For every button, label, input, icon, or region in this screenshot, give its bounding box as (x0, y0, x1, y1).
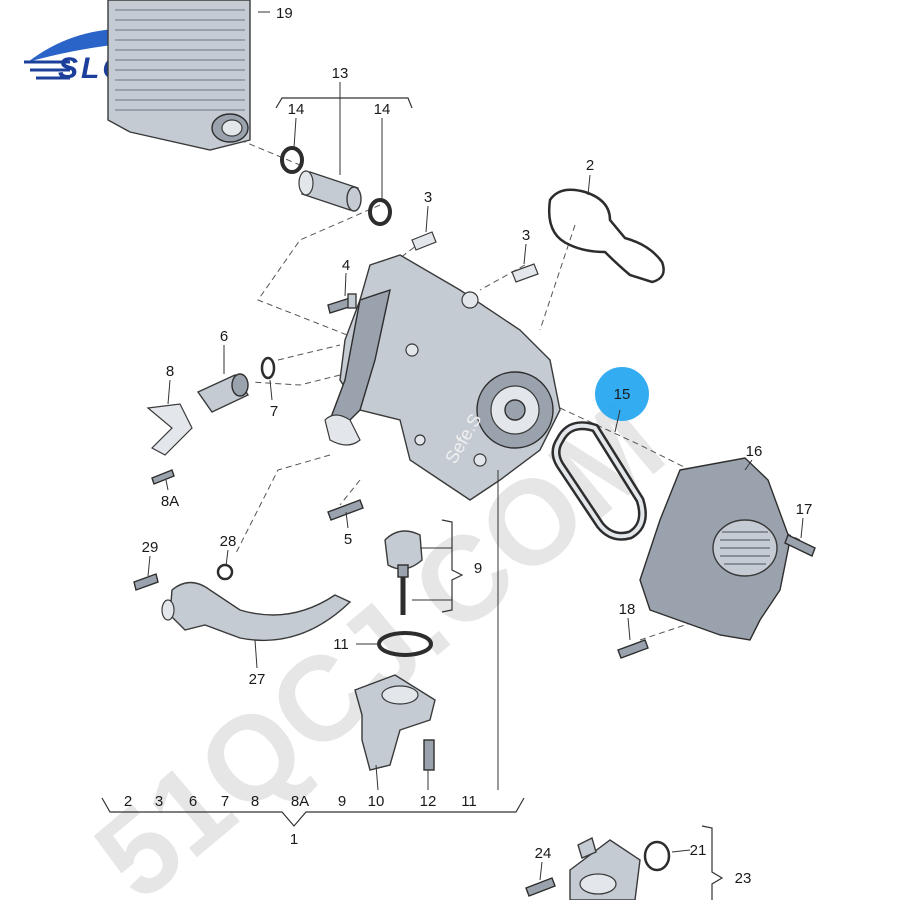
bottom-summary-row: 2 3 6 7 8 8A 9 11 (124, 793, 477, 810)
bolt-part-18 (617, 639, 649, 659)
bolt-part-29 (133, 573, 159, 591)
dowel-pin-part-3 (411, 231, 437, 251)
watermark: 51QCJ.COM (71, 376, 688, 900)
callout-9: 9 (474, 560, 482, 577)
callout-11: 11 (333, 636, 349, 653)
thermostat-housing-part-10 (354, 674, 436, 771)
temperature-sensor-part-6 (196, 373, 250, 413)
callout-8: 8 (166, 363, 174, 380)
summary-item: 8 (251, 793, 259, 810)
summary-item: 7 (221, 793, 229, 810)
callout-28: 28 (220, 533, 237, 550)
callout-12: 12 (420, 793, 437, 810)
callout-4: 4 (342, 257, 350, 274)
callout-7: 7 (270, 403, 278, 420)
screw-part-8A (151, 469, 175, 485)
watermark-text: 51QCJ.COM (71, 376, 688, 900)
o-ring-part-14 (368, 198, 392, 226)
summary-item: 6 (189, 793, 197, 810)
callout-3: 3 (424, 189, 432, 206)
callout-10: 10 (368, 793, 385, 810)
callout-18: 18 (619, 601, 636, 618)
belt-cover-part-16 (639, 457, 791, 641)
thermostat-part-9 (384, 530, 423, 615)
o-ring-part-21 (643, 840, 671, 872)
callout-2: 2 (586, 157, 594, 174)
highlight-circle (595, 367, 649, 421)
callout-13: 13 (332, 65, 349, 82)
oil-cooler-part-19 (107, 0, 251, 151)
callout-17: 17 (796, 501, 813, 518)
callout-16: 16 (746, 443, 763, 460)
callout-14: 14 (374, 101, 391, 118)
o-ring-part-28 (216, 563, 234, 581)
callout-23: 23 (735, 870, 752, 887)
toothed-belt-part-15 (551, 421, 647, 541)
bolt-part-24 (525, 877, 556, 897)
seal-ring-part-7 (260, 356, 276, 380)
bolt-part-17 (784, 534, 816, 557)
callout-29: 29 (142, 539, 159, 556)
summary-item: 2 (124, 793, 132, 810)
callout-6: 6 (220, 328, 228, 345)
callout-labels: 19 13 14 14 2 3 3 4 6 7 8 8A 5 9 16 17 1… (142, 5, 813, 887)
summary-item: 8A (291, 793, 309, 810)
callout-3: 3 (522, 227, 530, 244)
leader-lines (101, 11, 804, 900)
callout-5: 5 (344, 531, 352, 548)
dowel-pin-part-3 (511, 263, 539, 283)
coolant-flange-part-23 (569, 836, 641, 900)
callout-15: 15 (614, 386, 631, 403)
callout-27: 27 (249, 671, 266, 688)
o-ring-part-14 (280, 146, 304, 174)
callout-8A: 8A (161, 493, 179, 510)
summary-item: 3 (155, 793, 163, 810)
bolt-part-5 (327, 499, 364, 521)
coolant-pipe-part-27 (161, 581, 352, 642)
retaining-clip-part-8 (146, 403, 193, 456)
summary-item: 11 (461, 793, 477, 810)
bolt-part-12 (423, 739, 435, 771)
highlight-callout-15: 15 (595, 367, 649, 433)
callout-1: 1 (290, 831, 298, 848)
callout-24: 24 (535, 845, 552, 862)
callout-19: 19 (276, 5, 293, 22)
callout-21: 21 (690, 842, 707, 859)
o-ring-part-11 (377, 631, 433, 657)
bolt-part-4 (327, 293, 357, 314)
callout-14: 14 (288, 101, 305, 118)
summary-item: 9 (338, 793, 346, 810)
gasket-part-2 (547, 188, 665, 284)
connector-pipe-part-13 (298, 170, 362, 212)
water-pump-housing-part-1: Sefe.S (324, 254, 561, 501)
